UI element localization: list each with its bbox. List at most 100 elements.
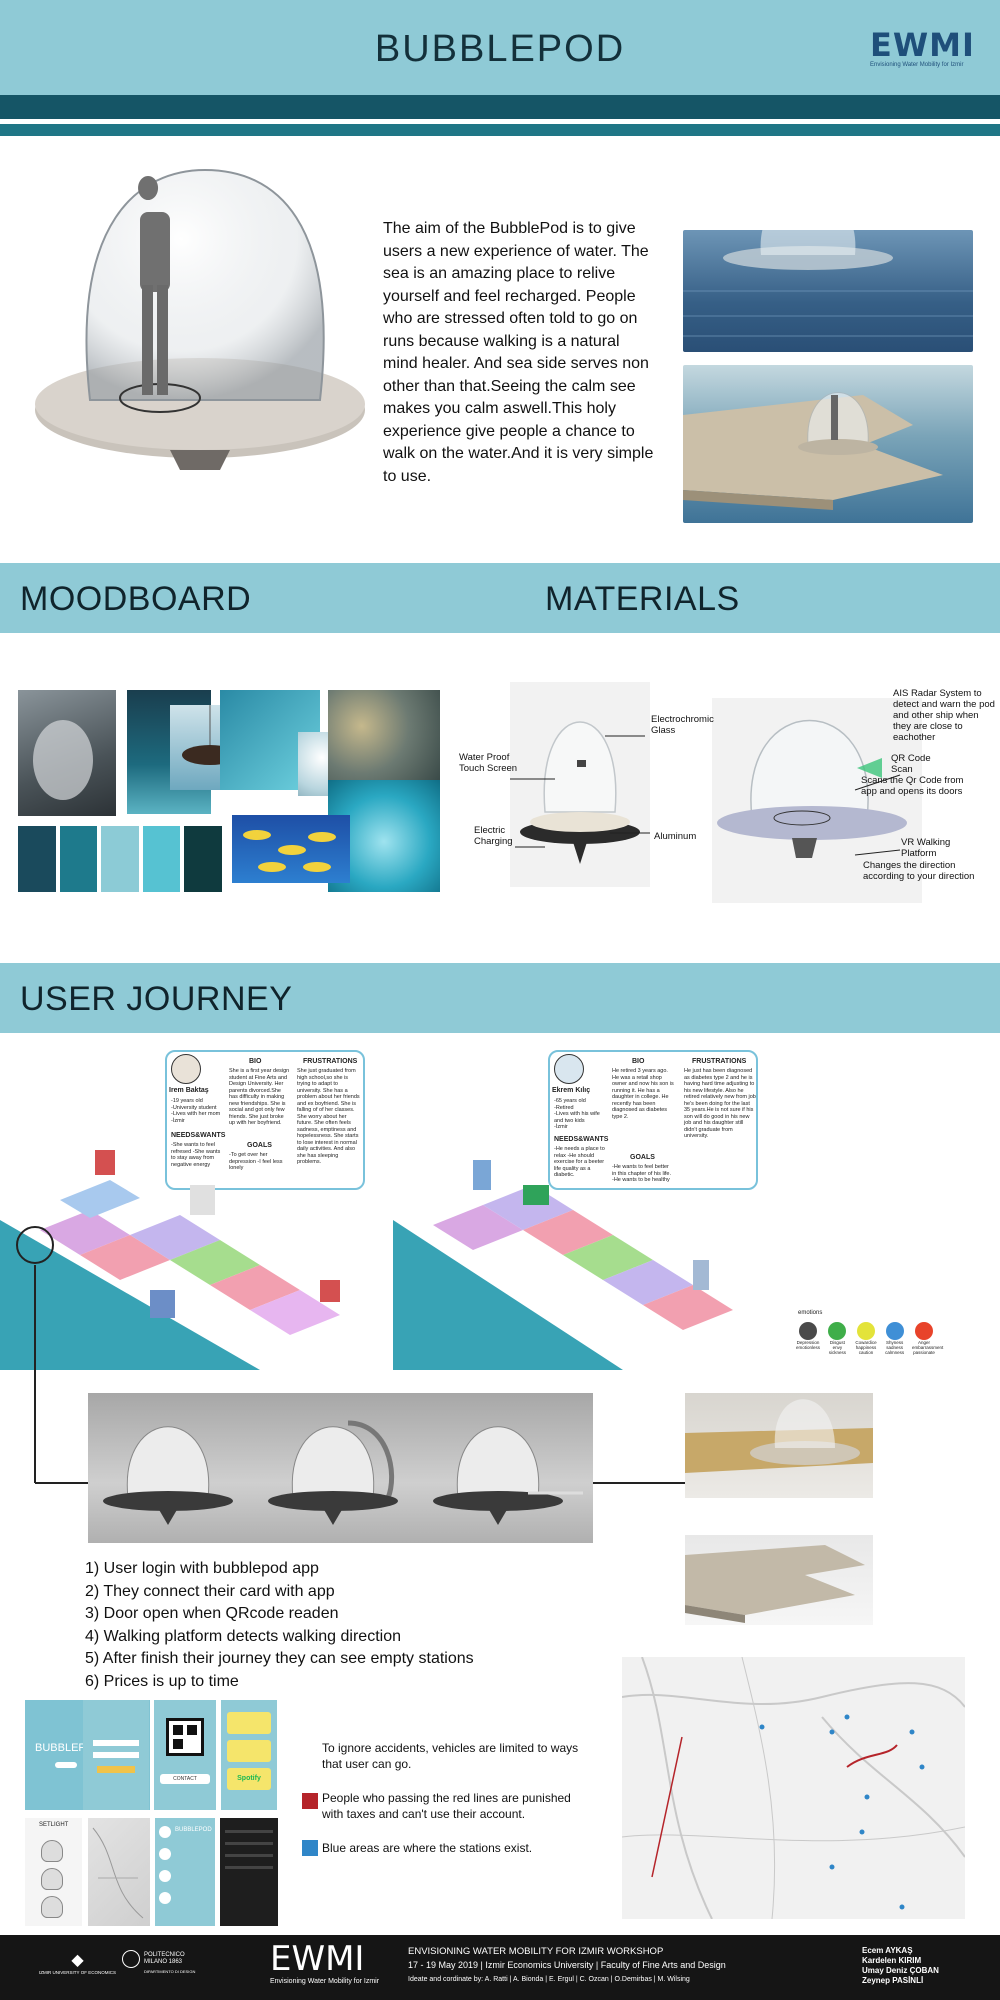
qr-code-corner: [187, 1725, 197, 1735]
materials-render-side: [712, 698, 922, 903]
bubblepod-sea-render: [683, 230, 973, 352]
materials-render-front-graphic: [520, 721, 640, 864]
emotion-dot: [857, 1322, 875, 1340]
page-title: BUBBLEPOD: [374, 28, 626, 70]
emotion-label: Disgust envy sickness: [828, 1340, 846, 1355]
header-bar: [0, 0, 1000, 95]
music-tile[interactable]: [227, 1712, 271, 1734]
header-stripe-dark: [0, 95, 1000, 119]
station-icon[interactable]: [159, 1848, 171, 1860]
footer-logo-sub: Envisioning Water Mobility for Izmir: [270, 1978, 380, 1985]
logo-subtitle: Envisioning Water Mobility for Izmir: [870, 62, 964, 68]
station-render-top: [685, 1393, 873, 1498]
section-title-moodboard: MOODBOARD: [20, 580, 252, 618]
qr-code-corner: [173, 1739, 183, 1749]
pod-light-icon[interactable]: [41, 1896, 63, 1918]
spotify-tile[interactable]: Spotify: [227, 1768, 271, 1790]
header-stripe-teal: [0, 124, 1000, 136]
author-name: Kardelen KIRIM: [862, 1956, 922, 1965]
app-start-button[interactable]: [55, 1762, 77, 1768]
intro-description: The aim of the BubblePod is to give user…: [383, 220, 654, 485]
music-tile[interactable]: [227, 1740, 271, 1762]
izmir-route-map: [621, 1656, 966, 1920]
ewmi-logo: EWMI Envisioning Water Mobility for Izmi…: [870, 26, 975, 68]
detail-living: -Lives with her mom: [171, 1111, 221, 1117]
color-swatch: [59, 826, 98, 892]
station-render-bottom: [685, 1535, 873, 1625]
station-icon[interactable]: [159, 1826, 171, 1838]
footer-title: ENVISIONING WATER MOBILITY FOR IZMIR WOR…: [408, 1946, 664, 1957]
frustrations-text: She just graduated from high school,so s…: [297, 1068, 360, 1165]
emotion-anger: Anger embarrassment passionate: [912, 1322, 943, 1355]
password-field[interactable]: [93, 1752, 139, 1758]
persona-details: -65 years old -Retired -Lives with his w…: [554, 1098, 609, 1131]
emotion-label: Cowardice happiness caution: [855, 1340, 877, 1355]
emotion-dot: [885, 1322, 904, 1340]
door-opening-sequence: [88, 1393, 593, 1543]
app-screen-music: Spotify: [221, 1700, 277, 1810]
list-item[interactable]: [225, 1830, 273, 1833]
polimi-dept: DIPARTIMENTO DI DESIGN: [144, 1969, 196, 1974]
pod-light-icon[interactable]: [41, 1840, 63, 1862]
goals-text: -He wants to feel better in this chapter…: [612, 1164, 672, 1183]
goals-title: GOALS: [247, 1142, 272, 1149]
moodboard-photo-fish: [232, 815, 350, 883]
label-ais-radar: AIS Radar System to detect and warn the …: [893, 688, 995, 743]
journey-map-ekrem: [393, 1160, 733, 1370]
app-screen-stations: BUBBLEPOD: [155, 1818, 215, 1926]
ieu-emblem-icon: ◆: [71, 1952, 84, 1969]
polimi-name: POLITECNICO MILANO 1863: [144, 1952, 185, 1965]
polimi-seal-icon: [122, 1950, 140, 1968]
detail-city: -İzmir: [171, 1117, 185, 1124]
ieu-name: IZMIR UNIVERSITY OF ECONOMICS: [39, 1970, 116, 1975]
login-field[interactable]: [93, 1740, 139, 1746]
station-icon[interactable]: [159, 1870, 171, 1882]
bio-title: BIO: [632, 1058, 645, 1065]
list-item[interactable]: [225, 1854, 273, 1857]
logo-mark: EWMI: [870, 26, 975, 64]
label-vr-description: Changes the direction according to your …: [863, 860, 975, 882]
label-electric-charging: Electric Charging: [474, 825, 513, 847]
materials-render-front: [510, 682, 650, 887]
app-screen-setlight: SETLIGHT: [25, 1818, 82, 1926]
detail-occupation: -Retired: [554, 1104, 574, 1111]
footer-logo-mark: EWMI: [270, 1939, 365, 1979]
bio-text: He retired 3 years ago. He was a retail …: [612, 1068, 674, 1120]
app-map-graphic: [92, 1827, 144, 1919]
detail-living: -Lives with his wife and two kids: [554, 1111, 600, 1124]
color-swatch: [101, 826, 139, 892]
emotion-depression: Depression emotionless: [796, 1322, 820, 1355]
pod-light-icon[interactable]: [41, 1868, 63, 1890]
station-icon[interactable]: [159, 1892, 171, 1904]
label-touch-screen: Water Proof Touch Screen: [459, 752, 518, 774]
bio-text: She is a first year design student at Fi…: [229, 1068, 290, 1126]
list-item[interactable]: [225, 1866, 273, 1869]
label-vr-platform: VR Walking Platform: [901, 837, 951, 859]
journey-step: 4) Walking platform detects walking dire…: [85, 1627, 401, 1645]
app-screen-dark: [220, 1818, 278, 1926]
label-qr-code-description: Scans the Qr Code from app and opens its…: [861, 775, 964, 797]
section-title-user-journey: USER JOURNEY: [20, 980, 293, 1018]
app-screen-qr: CONTACT: [154, 1700, 216, 1810]
needs-title: NEEDS&WANTS: [171, 1132, 226, 1139]
list-item[interactable]: [225, 1842, 273, 1845]
author-name: Umay Deniz ÇOBAN: [862, 1966, 939, 1975]
emotion-label: Depression emotionless: [796, 1340, 821, 1350]
route-map-graphic: [621, 1656, 966, 1920]
journey-steps: 1) User login with bubblepod app 2) They…: [85, 1558, 565, 1693]
moodboard-photo-fish-graphic: [243, 830, 336, 872]
rules-red-lines: People who passing the red lines are pun…: [322, 1791, 571, 1821]
emotion-shyness: Shyness sadness calmness: [883, 1322, 906, 1355]
frustrations-title: FRUSTRATIONS: [692, 1058, 747, 1065]
emotion-cowardice: Cowardice happiness caution: [855, 1322, 878, 1355]
journey-step: 3) Door open when QRcode readen: [85, 1605, 339, 1622]
contact-button[interactable]: CONTACT: [160, 1774, 210, 1784]
platform-render-graphic: [683, 392, 943, 510]
bubblepod-platform-render: [683, 365, 973, 523]
login-button[interactable]: [97, 1766, 135, 1773]
frustrations-text: He just has been diagnosed as diabetes t…: [684, 1068, 756, 1139]
color-swatch: [184, 826, 222, 892]
app-screen-map: [88, 1818, 150, 1926]
bio-title: BIO: [249, 1058, 262, 1065]
footer: [0, 1935, 1000, 2000]
